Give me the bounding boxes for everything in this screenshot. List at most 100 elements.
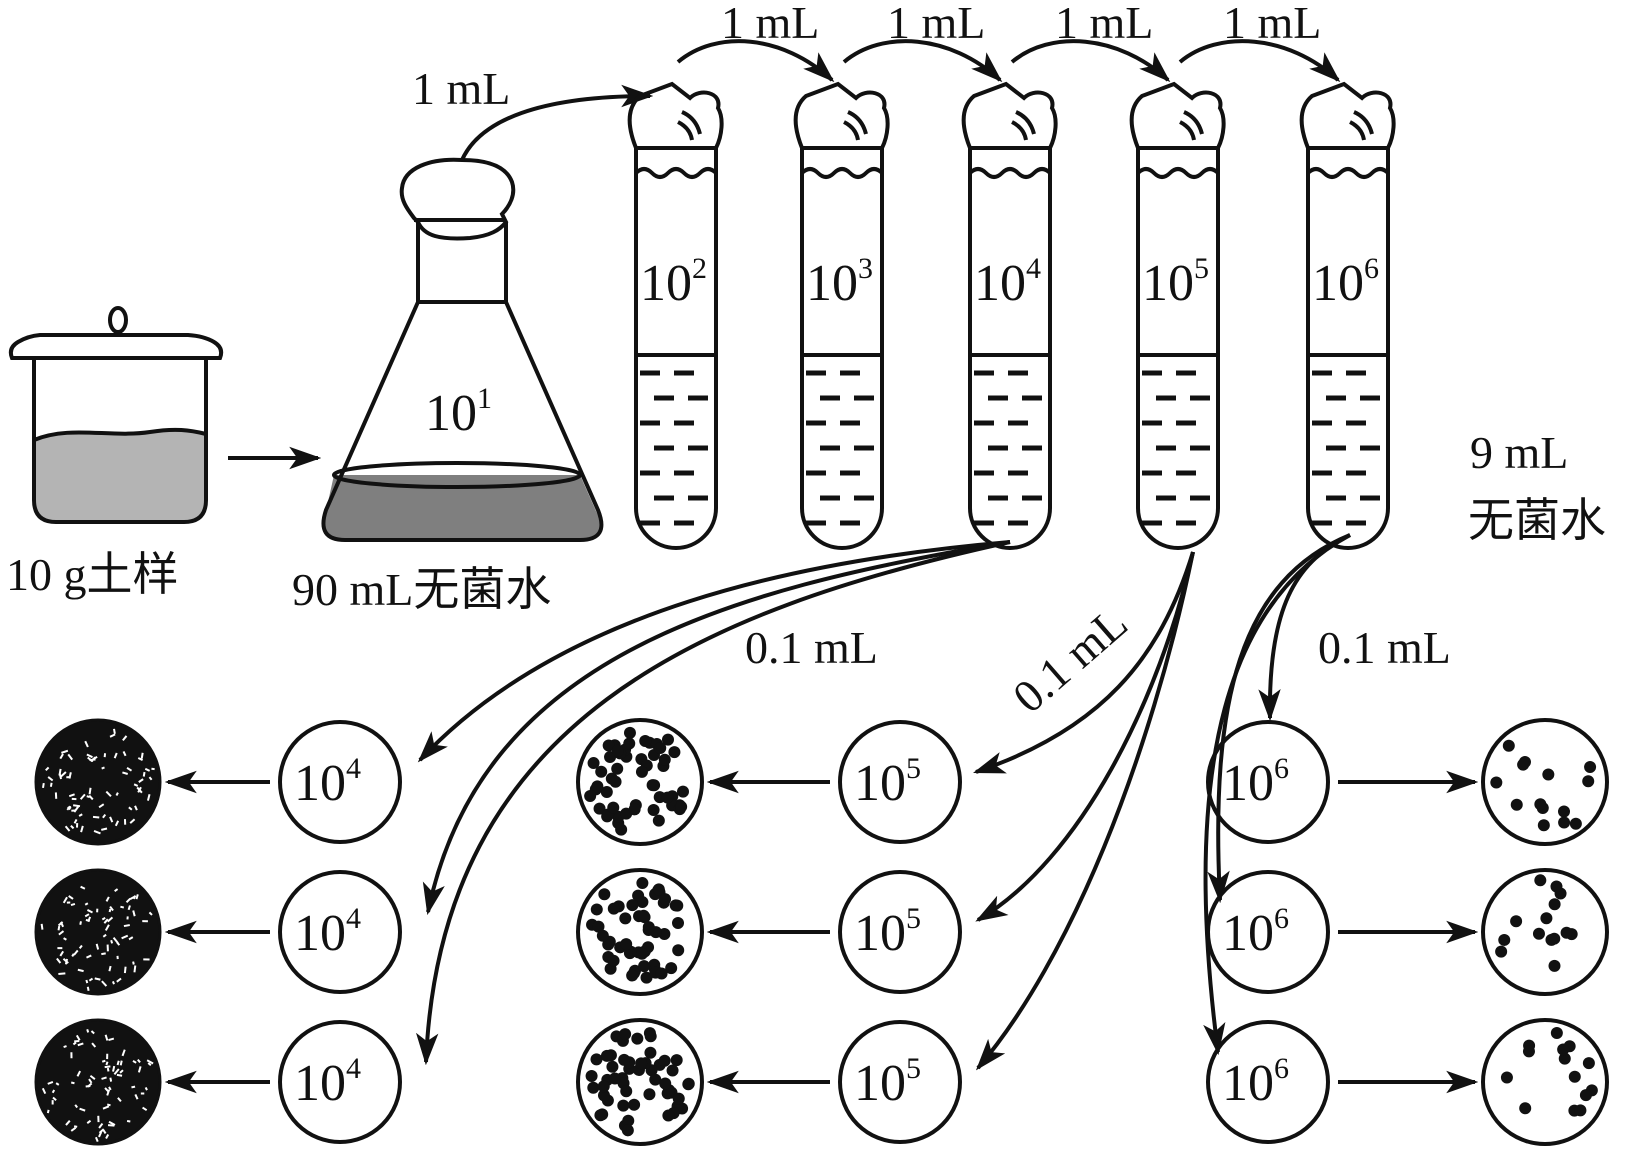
colony-gap xyxy=(75,823,79,828)
colony xyxy=(595,765,608,778)
colony-gap xyxy=(106,1053,109,1060)
colony-gap xyxy=(105,896,110,902)
colony xyxy=(1495,945,1508,958)
colony-gap xyxy=(95,1136,99,1143)
colony-gap xyxy=(144,767,151,772)
colony xyxy=(1582,775,1595,788)
tube-dilution-label-5-exponent: 5 xyxy=(1194,252,1209,285)
colony-gap xyxy=(58,773,63,780)
colony-gap xyxy=(71,809,76,812)
flask-label: 90 mL无菌水 xyxy=(292,564,551,615)
colony xyxy=(626,899,639,912)
plate-dilution-label-4-base: 10 xyxy=(294,905,346,962)
colony-gap xyxy=(104,1065,111,1069)
tube-dilution-label-6: 106 xyxy=(1312,252,1379,312)
colony xyxy=(1532,927,1545,940)
colony-gap xyxy=(85,979,89,984)
tube-dilution-label-5-base: 10 xyxy=(1142,255,1194,312)
colony-gap xyxy=(108,908,112,913)
plate-row: 106 xyxy=(1206,1018,1609,1146)
plate-dilution-label-5: 105 xyxy=(854,1052,921,1112)
colony-gap xyxy=(112,1065,116,1072)
colony-gap xyxy=(71,797,77,801)
colony-gap xyxy=(106,944,109,952)
beaker-soil xyxy=(34,429,206,522)
erlenmeyer-flask xyxy=(321,157,604,542)
colony-gap xyxy=(117,1097,122,1102)
colony-gap xyxy=(105,790,112,797)
colony-gap xyxy=(101,916,106,921)
colony-gap xyxy=(56,957,62,964)
plate-dilution-label-6-exponent: 6 xyxy=(1274,902,1289,935)
colony xyxy=(622,1114,635,1127)
colony-gap xyxy=(66,901,71,904)
colony xyxy=(635,947,648,960)
colony-gap xyxy=(115,792,119,796)
colony-gap xyxy=(54,792,58,799)
colony-gap xyxy=(51,1100,54,1105)
colony-gap xyxy=(134,805,138,811)
colony-gap xyxy=(131,1085,136,1089)
flask-liquid xyxy=(322,475,602,540)
beaker-label: 10 g土样 xyxy=(6,549,179,600)
plate-dilution-label-5: 105 xyxy=(854,752,921,812)
colony-gap xyxy=(70,824,75,830)
colony-gap xyxy=(101,766,105,770)
colony xyxy=(636,896,649,909)
colony xyxy=(1540,912,1553,925)
colony-gap xyxy=(58,972,66,975)
colony xyxy=(621,1124,634,1137)
cotton-plug xyxy=(793,81,890,150)
colony xyxy=(654,742,667,755)
colony-gap xyxy=(74,1104,79,1109)
colony-gap xyxy=(128,936,134,941)
colony-gap xyxy=(137,1066,142,1073)
plate-row: 105 xyxy=(576,868,962,996)
colony-gap xyxy=(101,980,108,987)
colony-gap xyxy=(63,937,67,941)
colony xyxy=(1582,1057,1595,1070)
colony-gap xyxy=(151,767,155,771)
colony xyxy=(637,909,650,922)
colony-gap xyxy=(98,1128,105,1134)
colony-gap xyxy=(102,1105,110,1110)
colony xyxy=(1558,805,1571,818)
plate-dilution-label-4-base: 10 xyxy=(294,755,346,812)
colony-gap xyxy=(143,958,150,961)
colony-gap xyxy=(105,1061,109,1066)
plate-dilution-label-5-base: 10 xyxy=(854,1055,906,1112)
colony-gap xyxy=(86,986,90,992)
colony-gap xyxy=(92,815,100,819)
colony-gap xyxy=(144,1086,148,1091)
colony xyxy=(644,1046,657,1059)
colony xyxy=(587,1081,600,1094)
colony xyxy=(640,971,653,984)
colony-gap xyxy=(84,913,90,918)
colony-gap xyxy=(93,830,101,835)
beaker-lid xyxy=(8,333,224,360)
colony xyxy=(620,1085,633,1098)
colony-gap xyxy=(94,977,101,981)
colony xyxy=(672,917,685,930)
plate-dilution-label-6-base: 10 xyxy=(1222,905,1274,962)
plate-dilution-label-6-exponent: 6 xyxy=(1274,752,1289,785)
colony-gap xyxy=(87,1082,93,1088)
colony xyxy=(1510,915,1523,928)
colony xyxy=(652,814,665,827)
colony-gap xyxy=(62,896,68,904)
colony-gap xyxy=(148,776,153,781)
colony xyxy=(623,726,636,739)
colony-gap xyxy=(98,1122,104,1129)
tube-plug-bottom xyxy=(1306,167,1390,179)
colony xyxy=(658,1054,671,1067)
tube-dilution-label-2-exponent: 2 xyxy=(692,252,707,285)
colony-gap xyxy=(66,805,72,811)
colony-gap xyxy=(134,1093,139,1100)
colony xyxy=(1510,798,1523,811)
colony-gap xyxy=(77,1042,84,1047)
colony-gap xyxy=(122,735,128,742)
colony-gap xyxy=(88,977,94,982)
colony-gap xyxy=(71,953,75,957)
flask-cotton-plug xyxy=(399,157,516,241)
